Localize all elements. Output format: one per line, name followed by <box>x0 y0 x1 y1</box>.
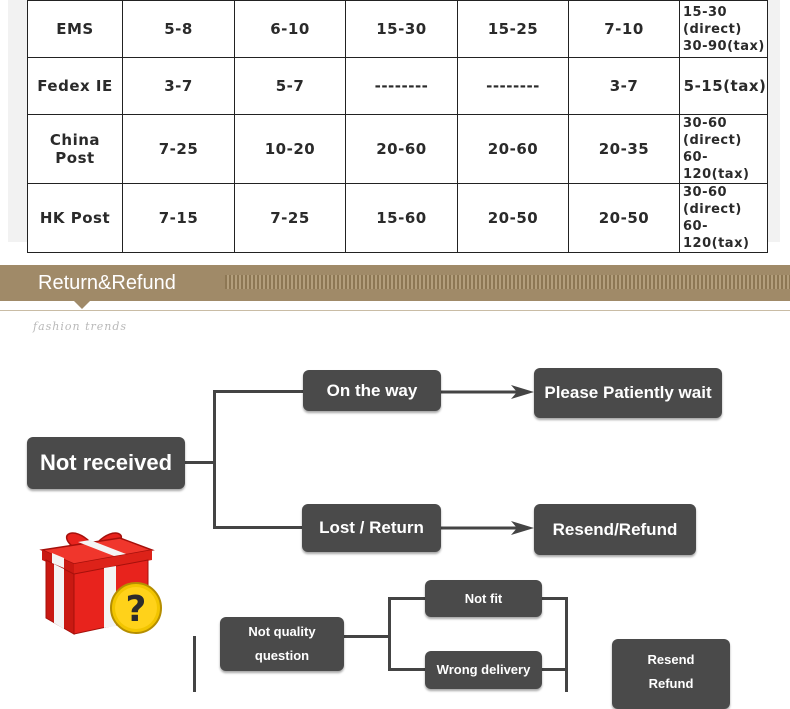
tax-note-cell: 5-15(tax) <box>679 57 768 115</box>
lost-return-box: Lost / Return <box>302 504 441 552</box>
wrong-delivery-box: Wrong delivery <box>425 651 542 689</box>
not-quality-question-box: Not quality question <box>220 617 344 671</box>
table-cell: 7-15 <box>122 183 235 253</box>
table-cell: 3-7 <box>122 57 235 115</box>
svg-text:?: ? <box>126 589 147 630</box>
box-label-line: Not quality <box>248 624 316 639</box>
table-cell: 20-60 <box>345 114 458 184</box>
table-cell: -------- <box>345 57 458 115</box>
table-cell: 5-8 <box>122 0 235 58</box>
tax-note-cell: 30-60 (direct) 60-120(tax) <box>679 183 768 253</box>
table-cell: 20-60 <box>457 114 569 184</box>
box-label-line: question <box>254 648 310 663</box>
table-cell: 20-50 <box>457 183 569 253</box>
connector-line <box>541 668 567 671</box>
table-cell: 3-7 <box>568 57 680 115</box>
connector-line <box>213 390 303 393</box>
section-divider <box>0 310 790 311</box>
table-cell: 7-25 <box>122 114 235 184</box>
connector-line <box>388 668 426 671</box>
table-cell: 10-20 <box>234 114 346 184</box>
arrow-icon <box>441 521 534 535</box>
connector-line <box>185 461 214 464</box>
shipping-time-table: EMS 5-8 6-10 15-30 15-25 7-10 15-30 (dir… <box>27 0 768 253</box>
not-received-box: Not received <box>27 437 185 489</box>
tax-note-cell: 15-30 (direct) 30-90(tax) <box>679 0 768 58</box>
gift-box-question-icon: ? <box>39 532 162 635</box>
table-cell: 5-7 <box>234 57 346 115</box>
section-script-text: fashion trends <box>33 320 128 333</box>
arrow-icon <box>441 385 534 399</box>
table-row: HK Post 7-15 7-25 15-60 20-50 20-50 30-6… <box>27 183 768 253</box>
section-header-stripe <box>225 275 790 289</box>
table-row: Fedex IE 3-7 5-7 -------- -------- 3-7 5… <box>27 57 768 115</box>
connector-line <box>388 597 391 671</box>
table-cell: 15-30 <box>345 0 458 58</box>
carrier-name: HK Post <box>27 183 123 253</box>
table-cell: -------- <box>457 57 569 115</box>
resend-refund-small-box: Resend Refund <box>612 639 730 709</box>
table-cell: 6-10 <box>234 0 346 58</box>
on-the-way-box: On the way <box>303 370 441 411</box>
connector-line <box>388 597 426 600</box>
box-label-line: Refund <box>648 676 694 691</box>
connector-line <box>213 526 303 529</box>
connector-line <box>213 390 216 529</box>
box-label-line: Resend <box>647 652 695 667</box>
table-cell: 20-50 <box>568 183 680 253</box>
connector-line <box>343 635 389 638</box>
connector-line <box>541 597 568 600</box>
connector-line <box>193 636 196 692</box>
section-title: Return&Refund <box>38 272 176 294</box>
resend-refund-box: Resend/Refund <box>534 504 696 555</box>
connector-line <box>565 597 568 692</box>
carrier-name: EMS <box>27 0 123 58</box>
table-row: China Post 7-25 10-20 20-60 20-60 20-35 … <box>27 114 768 184</box>
table-cell: 15-60 <box>345 183 458 253</box>
table-cell: 7-25 <box>234 183 346 253</box>
table-cell: 7-10 <box>568 0 680 58</box>
tax-note-cell: 30-60 (direct) 60-120(tax) <box>679 114 768 184</box>
table-cell: 15-25 <box>457 0 569 58</box>
table-cell: 20-35 <box>568 114 680 184</box>
section-header-notch <box>74 301 90 309</box>
carrier-name: Fedex IE <box>27 57 123 115</box>
please-wait-box: Please Patiently wait <box>534 368 722 418</box>
table-row: EMS 5-8 6-10 15-30 15-25 7-10 15-30 (dir… <box>27 0 768 58</box>
carrier-name: China Post <box>27 114 123 184</box>
not-fit-box: Not fit <box>425 580 542 617</box>
